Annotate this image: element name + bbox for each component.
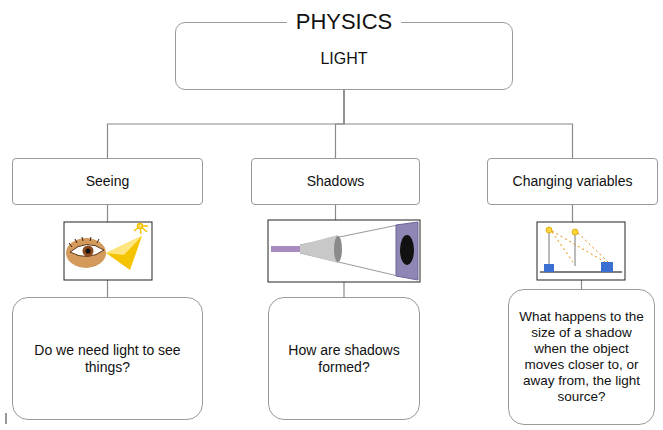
node-text: Seeing: [86, 173, 130, 190]
tree-connector: [344, 90, 573, 158]
topic-box: PHYSICSLIGHT: [175, 22, 513, 90]
node-text: Changing variables: [513, 173, 633, 190]
diagram-title: PHYSICS: [176, 8, 512, 36]
node-text: Do we need light to see things?: [27, 342, 188, 376]
category-box: Changing variables: [487, 158, 658, 205]
lamps-picture: [537, 222, 625, 280]
stray-mark: [6, 413, 7, 424]
tree-connector: [108, 90, 345, 158]
node-text: How are shadows formed?: [281, 342, 407, 376]
node-text: What happens to the size of a shadow whe…: [517, 309, 646, 405]
title-text: PHYSICS: [287, 9, 402, 34]
eye-picture: [64, 222, 152, 280]
node-text: Shadows: [307, 173, 365, 190]
node-text: LIGHT: [320, 50, 367, 67]
category-box: Shadows: [251, 158, 420, 205]
category-box: Seeing: [12, 158, 203, 205]
shadow-picture: [268, 220, 420, 282]
tree-connector: [336, 90, 345, 158]
question-box: What happens to the size of a shadow whe…: [508, 289, 655, 425]
question-box: Do we need light to see things?: [12, 297, 203, 420]
question-box: How are shadows formed?: [268, 297, 420, 420]
